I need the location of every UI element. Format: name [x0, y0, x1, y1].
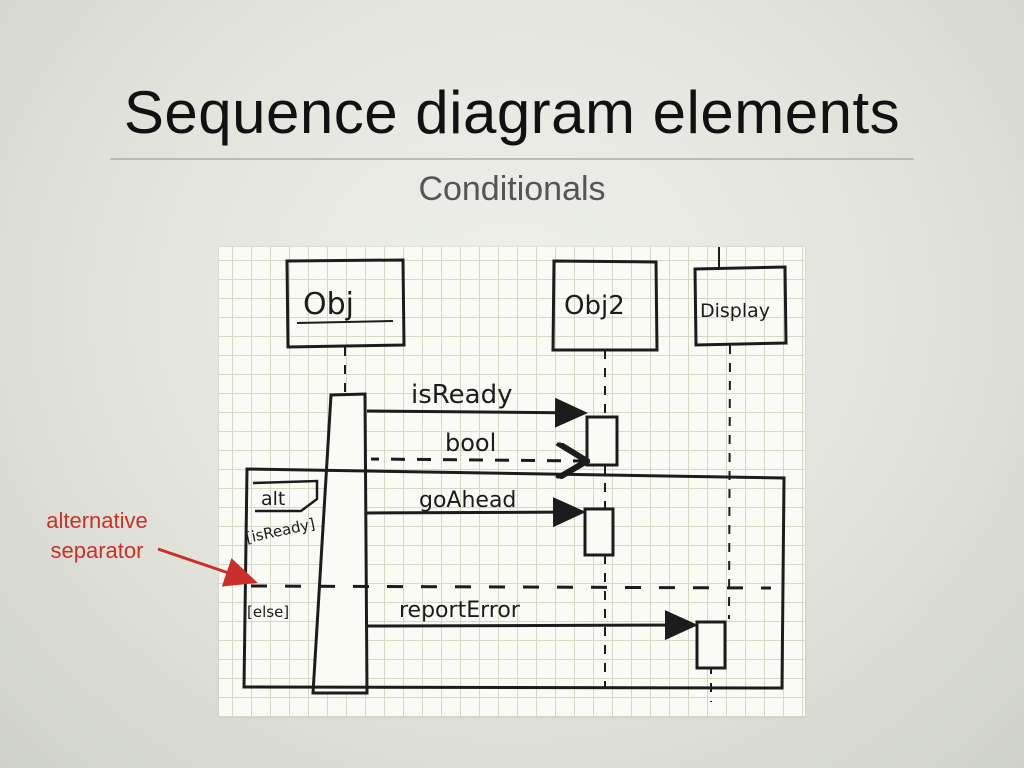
activation-display — [695, 620, 727, 670]
alt-operator-label: alt — [261, 488, 285, 510]
slide-title: Sequence diagram elements — [123, 79, 901, 146]
alternative-separator-line — [250, 584, 772, 590]
slide-subtitle: Conditionals — [418, 170, 606, 208]
title-divider — [110, 158, 914, 160]
activation-obj — [311, 392, 369, 695]
lifeline-obj2-label: Obj2 — [564, 291, 625, 321]
message-reporterror-label: reportError — [399, 598, 521, 623]
guard-else-label: [else] — [247, 603, 289, 621]
diagram-canvas: Obj Obj2 Display isReady — [242, 247, 788, 702]
annotation-callout: alternative separator — [30, 506, 164, 566]
guard-isready-label: [isReady] — [244, 515, 316, 547]
lifeline-obj: Obj — [285, 258, 406, 395]
lifeline-display: Display — [693, 247, 788, 702]
annotation-line-2: separator — [50, 538, 144, 563]
sequence-diagram-sketch: Obj Obj2 Display isReady — [219, 247, 805, 717]
lifeline-obj2: Obj2 — [551, 259, 659, 687]
annotation-line-1: alternative — [46, 508, 148, 533]
lifeline-obj-label: Obj — [303, 287, 354, 322]
message-reporterror: reportError — [366, 598, 698, 641]
message-goahead-label: goAhead — [419, 488, 516, 513]
lifeline-display-label: Display — [700, 300, 770, 322]
message-goahead: goAhead — [366, 488, 586, 528]
activation-obj2-1 — [585, 415, 619, 467]
message-bool: bool — [370, 429, 587, 461]
message-isready: isReady — [366, 380, 588, 428]
message-isready-label: isReady — [411, 380, 513, 410]
message-bool-label: bool — [445, 429, 496, 457]
activation-obj2-2 — [583, 507, 615, 557]
